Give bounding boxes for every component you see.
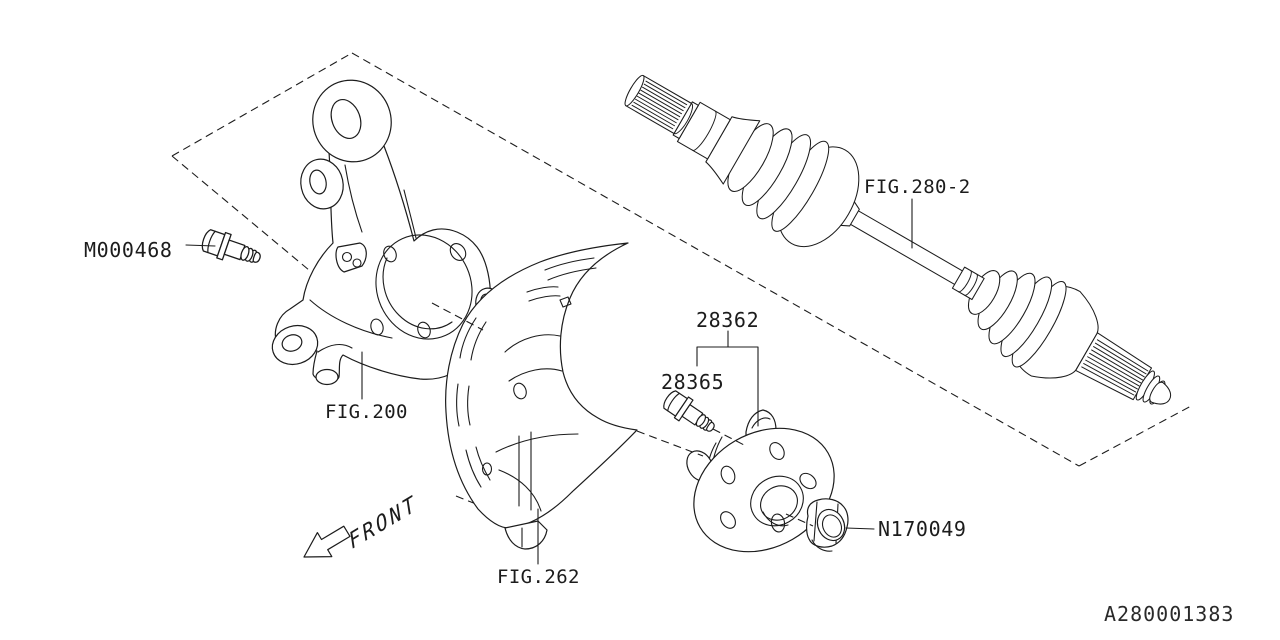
drawing-number: A280001383 (1104, 602, 1234, 626)
label-fig-262[interactable]: FIG.262 (497, 566, 580, 588)
label-n170049[interactable]: N170049 (878, 517, 967, 541)
front-direction-arrow: FRONT (303, 491, 421, 558)
cv-axle-shaft-drawing (624, 74, 1172, 405)
brake-dust-shield-drawing (445, 242, 638, 550)
label-28365[interactable]: 28365 (661, 370, 724, 394)
axis-dashed-segments (431, 302, 814, 527)
wheel-hub-bearing-drawing (686, 409, 835, 553)
axle-nut-drawing (806, 498, 849, 552)
label-m000468[interactable]: M000468 (84, 238, 173, 262)
hub-bolt-drawing (659, 386, 721, 440)
leader-lines (185, 198, 913, 565)
front-label: FRONT (346, 491, 421, 555)
label-fig-200[interactable]: FIG.200 (325, 401, 408, 423)
label-28362[interactable]: 28362 (696, 308, 759, 332)
strut-bolt-drawing (198, 225, 265, 272)
label-fig-280-2[interactable]: FIG.280-2 (864, 176, 971, 198)
